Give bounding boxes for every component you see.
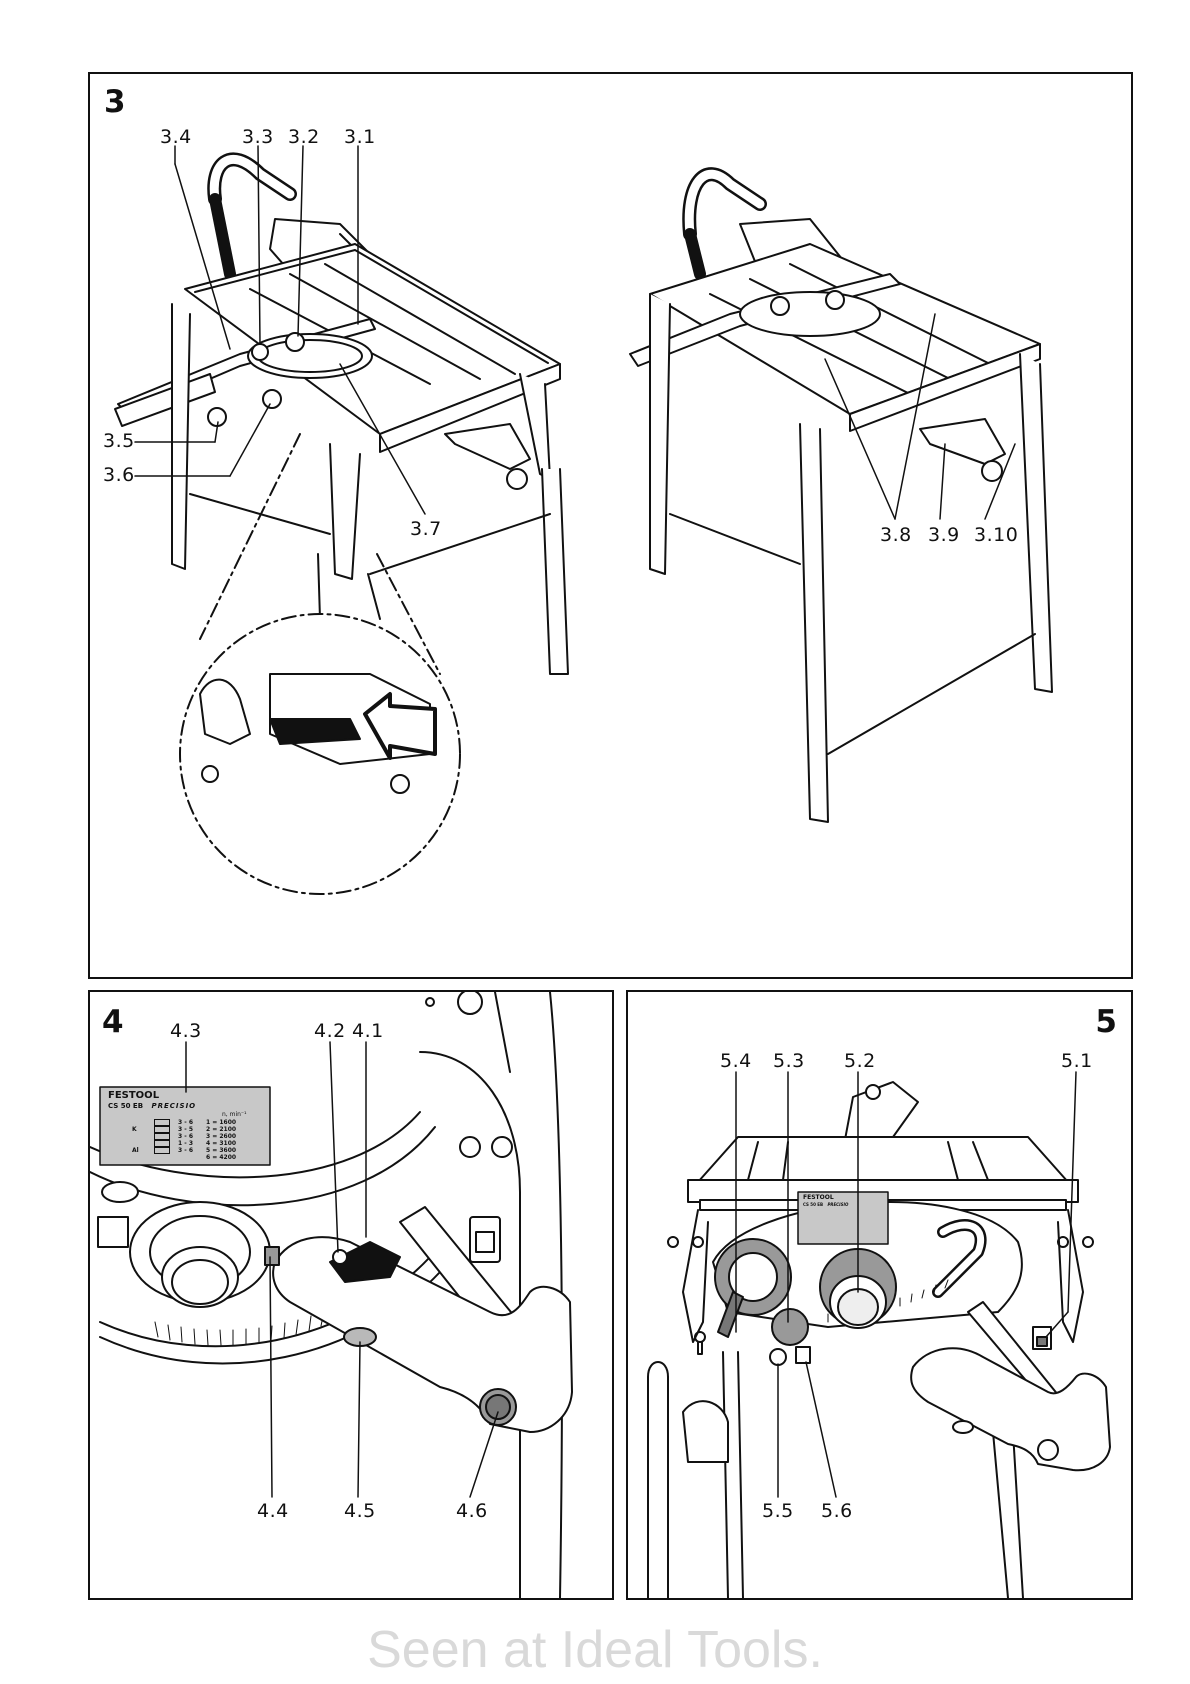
plate-row-material [132, 1154, 154, 1161]
plate-brand: FESTOOL [803, 1194, 834, 1201]
callout-3-5: 3.5 [103, 430, 135, 452]
figure-5-panel: 5 [626, 990, 1133, 1600]
callout-5-1: 5.1 [1061, 1050, 1093, 1072]
plate-brand: FESTOOL [108, 1090, 159, 1101]
plate-row-speed: 1 = 1600 [206, 1119, 236, 1126]
right-saw-table [630, 174, 1052, 822]
callout-5-5: 5.5 [762, 1500, 794, 1522]
plate-row-speed: 5 = 3600 [206, 1147, 236, 1154]
plate-row-box [154, 1147, 170, 1154]
plate-row-box [154, 1140, 170, 1147]
plate-row-material [132, 1119, 154, 1126]
callout-5-4: 5.4 [720, 1050, 752, 1072]
plate-row-box [154, 1126, 170, 1133]
callout-4-6: 4.6 [456, 1500, 488, 1522]
plate-row-speed: 2 = 2100 [206, 1126, 236, 1133]
rating-plate: FESTOOL CS 50 EB PRECISIO n, min⁻¹ 3 - 6… [102, 1089, 268, 1163]
plate-row-speed: 4 = 3100 [206, 1140, 236, 1147]
callout-4-5: 4.5 [344, 1500, 376, 1522]
small-rating-plate: FESTOOL CS 50 EB PRECISIO [800, 1194, 886, 1242]
left-saw-table [115, 159, 568, 674]
plate-row-box [154, 1119, 170, 1126]
callout-3-4: 3.4 [160, 126, 192, 148]
callout-4-3: 4.3 [170, 1020, 202, 1042]
callout-3-6: 3.6 [103, 464, 135, 486]
callout-3-10: 3.10 [974, 524, 1018, 546]
callout-4-4: 4.4 [257, 1500, 289, 1522]
plate-row: 6 = 4200 [132, 1154, 236, 1161]
plate-row-box [154, 1133, 170, 1140]
watermark: Seen at Ideal Tools. [0, 1620, 1190, 1680]
plate-row-range: 1 - 3 [178, 1140, 206, 1147]
plate-row-range: 3 - 6 [178, 1147, 206, 1154]
plate-model-suffix: PRECISIO [151, 1102, 196, 1110]
figure-5-illustration [628, 992, 1131, 1598]
plate-model-suffix: PRECISIO [827, 1202, 848, 1207]
plate-row-range [178, 1154, 206, 1161]
callout-3-8: 3.8 [880, 524, 912, 546]
callout-3-7: 3.7 [410, 518, 442, 540]
callout-5-2: 5.2 [844, 1050, 876, 1072]
plate-row-range: 3 - 5 [178, 1126, 206, 1133]
plate-model: CS 50 EB [108, 1102, 143, 1110]
plate-header: n, min⁻¹ [222, 1111, 247, 1118]
plate-row-material: Al [132, 1147, 154, 1154]
callout-3-2: 3.2 [288, 126, 320, 148]
figure-3-panel: 3 [88, 72, 1133, 979]
callout-3-3: 3.3 [242, 126, 274, 148]
callout-3-9: 3.9 [928, 524, 960, 546]
plate-row-material: K [132, 1126, 154, 1133]
figure-4-panel: 4 [88, 990, 614, 1600]
plate-row-material [132, 1140, 154, 1147]
plate-row-range: 3 - 6 [178, 1133, 206, 1140]
callout-3-1: 3.1 [344, 126, 376, 148]
plate-row-speed: 3 = 2600 [206, 1133, 236, 1140]
plate-row-range: 3 - 6 [178, 1119, 206, 1126]
callout-4-2: 4.2 [314, 1020, 346, 1042]
callout-5-3: 5.3 [773, 1050, 805, 1072]
callout-4-1: 4.1 [352, 1020, 384, 1042]
plate-model: CS 50 EB [803, 1202, 823, 1207]
plate-row-speed: 6 = 4200 [206, 1154, 236, 1161]
callout-5-6: 5.6 [821, 1500, 853, 1522]
plate-row-material [132, 1133, 154, 1140]
